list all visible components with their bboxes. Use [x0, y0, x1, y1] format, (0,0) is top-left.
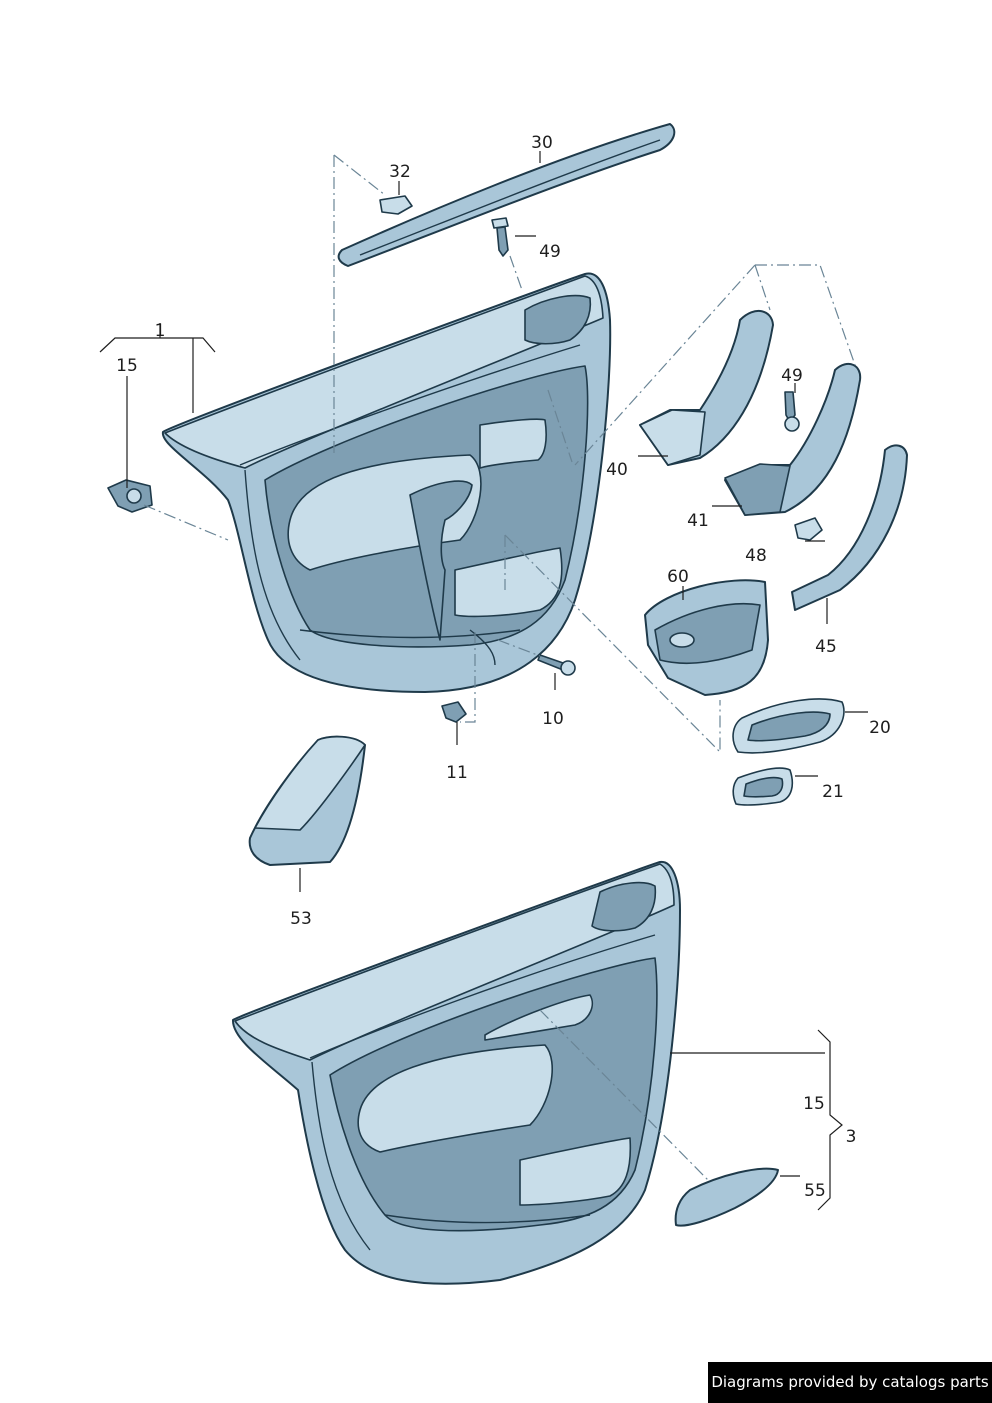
callout-55: 55: [804, 1181, 826, 1201]
door-trim-panel-lower: [231, 860, 681, 1285]
clip-15: [107, 479, 153, 513]
callout-3: 3: [846, 1127, 857, 1147]
callout-20: 20: [869, 718, 891, 738]
clip-48: [794, 517, 823, 541]
window-sill-strip: [337, 123, 676, 267]
assembly-lines: [143, 154, 856, 1181]
callout-15-left: 15: [116, 356, 138, 376]
callout-21: 21: [822, 782, 844, 802]
cover-55: [674, 1167, 779, 1227]
bezel-20: [732, 698, 845, 754]
screw-49-upper: [491, 217, 509, 257]
callout-1: 1: [155, 321, 166, 341]
screw-49-right: [784, 391, 800, 432]
callout-10: 10: [542, 709, 564, 729]
clip-11: [441, 701, 467, 723]
storage-bin-60: [644, 579, 769, 696]
callout-41: 41: [687, 511, 709, 531]
callout-40: 40: [606, 460, 628, 480]
pad-53: [248, 735, 366, 866]
clip-32: [379, 195, 413, 215]
trim-strip-45: [791, 444, 908, 611]
credit-banner: Diagrams provided by catalogs parts: [708, 1362, 992, 1403]
callout-49-upper: 49: [539, 242, 561, 262]
callout-11: 11: [446, 763, 468, 783]
callout-30: 30: [531, 133, 553, 153]
leader-lines: [99, 151, 868, 1211]
callout-48: 48: [745, 546, 767, 566]
callout-53: 53: [290, 909, 312, 929]
handle-41: [724, 362, 862, 516]
callout-15-right: 15: [803, 1094, 825, 1114]
door-trim-panel-upper: [161, 272, 612, 693]
handle-40: [639, 310, 774, 466]
screw-10: [537, 654, 576, 676]
callout-32: 32: [389, 162, 411, 182]
callout-60: 60: [667, 567, 689, 587]
bezel-21: [732, 767, 794, 806]
callout-45: 45: [815, 637, 837, 657]
callout-49-right: 49: [781, 366, 803, 386]
callout-labels: 1 15 30 32 49 49 40 41 48 60 45 10 11 20…: [116, 133, 891, 1201]
